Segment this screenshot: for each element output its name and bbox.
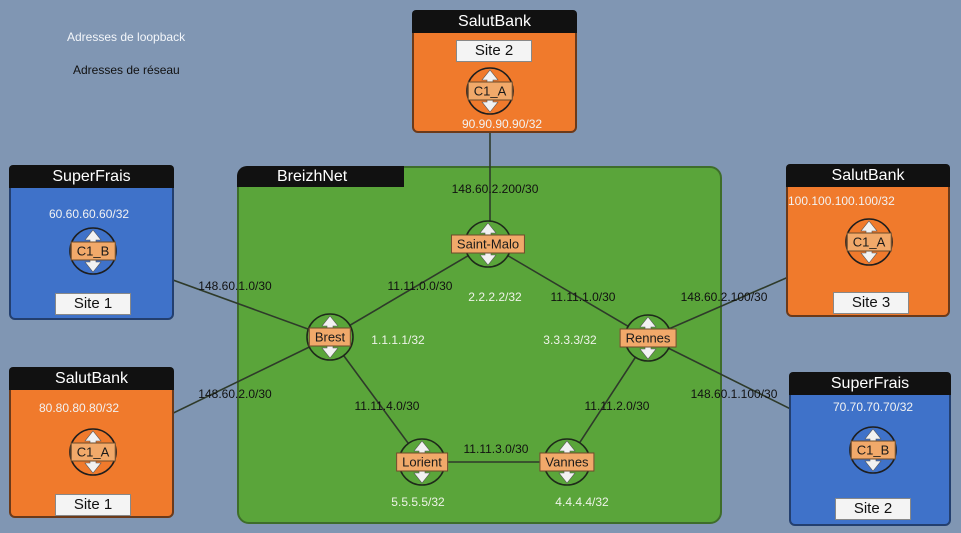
network-rennes-vannes: 11.11.2.0/30 bbox=[584, 399, 650, 413]
network-top-link: 148.60.2.200/30 bbox=[451, 182, 539, 196]
link-brest-sm bbox=[329, 243, 489, 338]
site-company: SuperFrais bbox=[789, 372, 951, 395]
site-company: SalutBank bbox=[9, 367, 174, 390]
router-saint-malo[interactable]: Saint-Malo bbox=[450, 234, 526, 254]
link-sm-rennes bbox=[487, 243, 649, 339]
router-label-left-top[interactable]: C1_B bbox=[70, 241, 116, 261]
network-sm-rennes: 11.11.1.0/30 bbox=[550, 290, 616, 304]
site-company: SuperFrais bbox=[9, 165, 174, 188]
loopback-rennes: 3.3.3.3/32 bbox=[543, 333, 597, 347]
site-loopback: 60.60.60.60/32 bbox=[49, 207, 130, 221]
site-name: Site 1 bbox=[55, 494, 131, 516]
loopback-vannes: 4.4.4.4/32 bbox=[555, 495, 609, 509]
site-name: Site 2 bbox=[835, 498, 911, 520]
site-loopback: 80.80.80.80/32 bbox=[39, 401, 120, 415]
site-company: SalutBank bbox=[786, 164, 950, 187]
router-label-right-bottom[interactable]: C1_B bbox=[850, 440, 896, 460]
link-rennes-vannes bbox=[566, 337, 649, 463]
network-brest-lb: 148.60.2.0/30 bbox=[198, 387, 272, 401]
router-lorient[interactable]: Lorient bbox=[396, 452, 448, 472]
site-loopback: 100.100.100.100/32 bbox=[788, 194, 895, 208]
router-label-left-bottom[interactable]: C1_A bbox=[70, 442, 116, 462]
router-label-top[interactable]: C1_A bbox=[467, 81, 513, 101]
site-name: Site 2 bbox=[456, 40, 532, 62]
network-brest-lorient: 11.11.4.0/30 bbox=[354, 399, 420, 413]
loopback-saint-malo: 2.2.2.2/32 bbox=[468, 290, 522, 304]
link-brest-lorient bbox=[329, 336, 423, 463]
loopback-lorient: 5.5.5.5/32 bbox=[391, 495, 445, 509]
loopback-brest: 1.1.1.1/32 bbox=[371, 333, 425, 347]
router-label-right-top[interactable]: C1_A bbox=[846, 232, 892, 252]
network-brest-sm: 11.11.0.0/30 bbox=[387, 279, 453, 293]
legend-network: Adresses de réseau bbox=[73, 63, 180, 77]
network-lorient-vannes: 11.11.3.0/30 bbox=[463, 442, 529, 456]
network-rennes-rt: 148.60.2.100/30 bbox=[680, 290, 768, 304]
network-brest-lt: 148.60.1.0/30 bbox=[198, 279, 272, 293]
router-brest[interactable]: Brest bbox=[308, 327, 352, 347]
router-vannes[interactable]: Vannes bbox=[539, 452, 595, 472]
site-loopback: 90.90.90.90/32 bbox=[462, 117, 543, 131]
site-loopback: 70.70.70.70/32 bbox=[833, 400, 914, 414]
site-name: Site 3 bbox=[833, 292, 909, 314]
router-rennes[interactable]: Rennes bbox=[619, 328, 677, 348]
network-rennes-rb: 148.60.1.100/30 bbox=[690, 387, 778, 401]
site-name: Site 1 bbox=[55, 293, 131, 315]
breizhnet-title: BreizhNet bbox=[237, 166, 404, 187]
legend-loopback: Adresses de loopback bbox=[67, 30, 186, 44]
site-company: SalutBank bbox=[412, 10, 577, 33]
